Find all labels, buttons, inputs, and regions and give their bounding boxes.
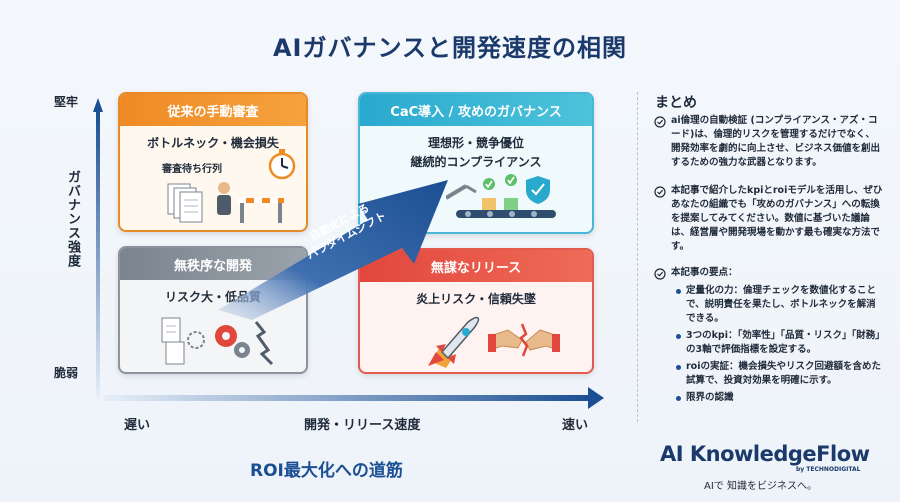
summary-bullet: 本記事で紹介したkpiとroiモデルを活用し、ぜひあなたの組織でも「攻めのガバナ… <box>654 184 884 254</box>
broken-gears-icon <box>161 317 274 366</box>
y-axis-top-label: 堅牢 <box>54 95 79 109</box>
quadrant-reckless-release: 無謀なリリース 炎上リスク・信頼失墜 <box>358 248 594 374</box>
y-axis-label: ガバナンス強度 <box>65 170 80 268</box>
x-axis-left-label: 遅い <box>124 418 151 433</box>
bullet-dot <box>676 396 681 401</box>
bullet-dot <box>676 289 681 294</box>
x-axis-right-label: 速い <box>562 418 589 433</box>
quadrant-title: 無謀なリリース <box>360 250 592 282</box>
summary-bullet: ai倫理の自動検証 (コンプライアンス・アズ・コード)は、倫理的リスクを管理する… <box>654 114 884 170</box>
quadrant-subtitle: 炎上リスク・信頼失墜 <box>416 292 536 306</box>
quadrant-title: 従来の手動審査 <box>120 94 306 126</box>
key-points-list: 定量化の力：倫理チェックを数値化することで、説明責任を果たし、ボトルネックを解消… <box>676 284 884 408</box>
summary-bullet: 本記事の要点： <box>654 266 884 280</box>
check-circle-icon <box>654 186 666 198</box>
brand-logo: AI KnowledgeFlow <box>660 442 870 466</box>
quadrant-subtitle-2: 継続的コンプライアンス <box>410 155 542 169</box>
summary-bullet-text: ai倫理の自動検証 (コンプライアンス・アズ・コード)は、倫理的リスクを管理する… <box>671 115 881 168</box>
roi-caption: ROI最大化への道筋 <box>250 461 403 481</box>
y-axis-bottom-label: 脆弱 <box>54 366 79 380</box>
quadrant-subtitle: 理想形・競争優位 <box>427 136 524 150</box>
quadrant-title: CaC導入 / 攻めのガバナンス <box>360 94 592 126</box>
x-axis-label: 開発・リリース速度 <box>304 418 421 433</box>
key-point-text: roiの実証：機会損失やリスク回避額を含めた試算で、投資対効果を明確に示す。 <box>686 361 881 386</box>
key-point-text: 3つのkpi：「効率性」「品質・リスク」「財務」の3軸で評価指標を設定する。 <box>686 330 880 355</box>
stopwatch-icon <box>268 149 296 180</box>
quadrant-manual-review: 従来の手動審査 ボトルネック・機会損失 審査待ち行列 <box>118 92 308 232</box>
summary-bullet-text: 本記事で紹介したkpiとroiモデルを活用し、ぜひあなたの組織でも「攻めのガバナ… <box>671 185 883 252</box>
summary-heading: まとめ <box>655 95 697 111</box>
summary-bullet-text: 本記事の要点： <box>671 267 738 278</box>
list-item: 限界の認識 <box>676 391 884 405</box>
key-point-text: 限界の認識 <box>686 392 734 403</box>
quadrant-chaotic-development: 無秩序な開発 リスク大・低品質 <box>118 246 308 374</box>
queue-caption: 審査待ち行列 <box>162 164 222 175</box>
bullet-dot <box>676 334 681 339</box>
broken-handshake-icon <box>488 323 560 357</box>
list-item: 3つのkpi：「効率性」「品質・リスク」「財務」の3軸で評価指標を設定する。 <box>676 329 884 357</box>
section-divider <box>637 92 638 422</box>
check-circle-icon <box>654 116 666 128</box>
crashing-rocket-icon <box>428 316 480 368</box>
quadrant-subtitle: ボトルネック・機会損失 <box>147 136 279 150</box>
page-title: AIガバナンスと開発速度の相関 <box>272 34 628 62</box>
paradigm-shift-arrow <box>218 180 448 320</box>
list-item: 定量化の力：倫理チェックを数値化することで、説明責任を果たし、ボトルネックを解消… <box>676 284 884 326</box>
paperwork-queue-icon <box>167 182 284 223</box>
key-point-text: 定量化の力：倫理チェックを数値化することで、説明責任を果たし、ボトルネックを解消… <box>686 285 877 324</box>
check-circle-icon <box>654 268 666 280</box>
quadrant-title: 無秩序な開発 <box>120 248 306 280</box>
automation-conveyor-icon <box>446 174 556 218</box>
brand-tagline: AIで 知識をビジネスへ。 <box>704 481 817 492</box>
y-axis-arrow <box>93 98 103 398</box>
brand-byline: by TECHNODIGITAL <box>796 466 861 473</box>
x-axis-arrow <box>104 387 604 409</box>
bullet-dot <box>676 365 681 370</box>
list-item: roiの実証：機会損失やリスク回避額を含めた試算で、投資対効果を明確に示す。 <box>676 360 884 388</box>
